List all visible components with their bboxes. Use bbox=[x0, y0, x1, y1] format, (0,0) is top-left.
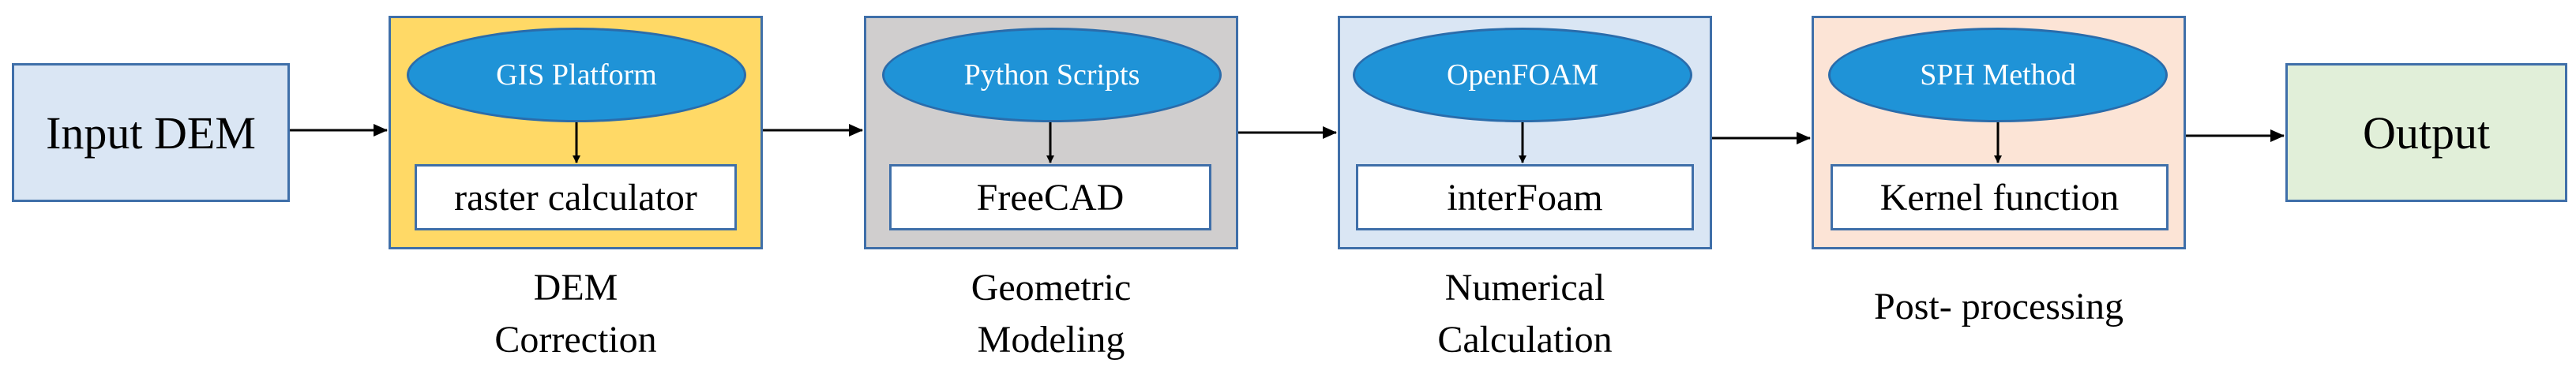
caption-dem-correction-line1: DEM bbox=[533, 267, 618, 309]
raster-calculator-box: raster calculator bbox=[415, 164, 737, 230]
sph-method-ellipse: SPH Method bbox=[1828, 28, 2168, 122]
caption-post-processing-line1: Post- processing bbox=[1874, 286, 2124, 327]
interfoam-label: interFoam bbox=[1447, 176, 1603, 219]
caption-dem-correction: DEM Correction bbox=[418, 262, 734, 366]
freecad-box: FreeCAD bbox=[889, 164, 1211, 230]
gis-platform-label: GIS Platform bbox=[496, 58, 657, 92]
output-label: Output bbox=[2362, 107, 2491, 159]
caption-numerical-calculation-line1: Numerical bbox=[1444, 267, 1605, 309]
output-box: Output bbox=[2285, 63, 2567, 202]
python-scripts-label: Python Scripts bbox=[963, 58, 1140, 92]
raster-calculator-label: raster calculator bbox=[454, 176, 697, 219]
caption-geometric-modeling-line1: Geometric bbox=[971, 267, 1132, 309]
kernel-function-label: Kernel function bbox=[1879, 176, 2120, 219]
caption-geometric-modeling: Geometric Modeling bbox=[893, 262, 1209, 366]
input-dem-label: Input DEM bbox=[46, 107, 256, 159]
freecad-label: FreeCAD bbox=[976, 176, 1125, 219]
gis-platform-ellipse: GIS Platform bbox=[407, 28, 746, 122]
openfoam-label: OpenFOAM bbox=[1446, 58, 1599, 92]
caption-numerical-calculation-line2: Calculation bbox=[1437, 319, 1613, 361]
kernel-function-box: Kernel function bbox=[1831, 164, 2169, 230]
caption-numerical-calculation: Numerical Calculation bbox=[1367, 262, 1683, 366]
caption-post-processing: Post- processing bbox=[1841, 281, 2157, 333]
caption-geometric-modeling-line2: Modeling bbox=[977, 319, 1125, 361]
python-scripts-ellipse: Python Scripts bbox=[882, 28, 1222, 122]
interfoam-box: interFoam bbox=[1356, 164, 1694, 230]
input-dem-box: Input DEM bbox=[12, 63, 290, 202]
openfoam-ellipse: OpenFOAM bbox=[1353, 28, 1692, 122]
sph-method-label: SPH Method bbox=[1920, 58, 2076, 92]
caption-dem-correction-line2: Correction bbox=[494, 319, 657, 361]
